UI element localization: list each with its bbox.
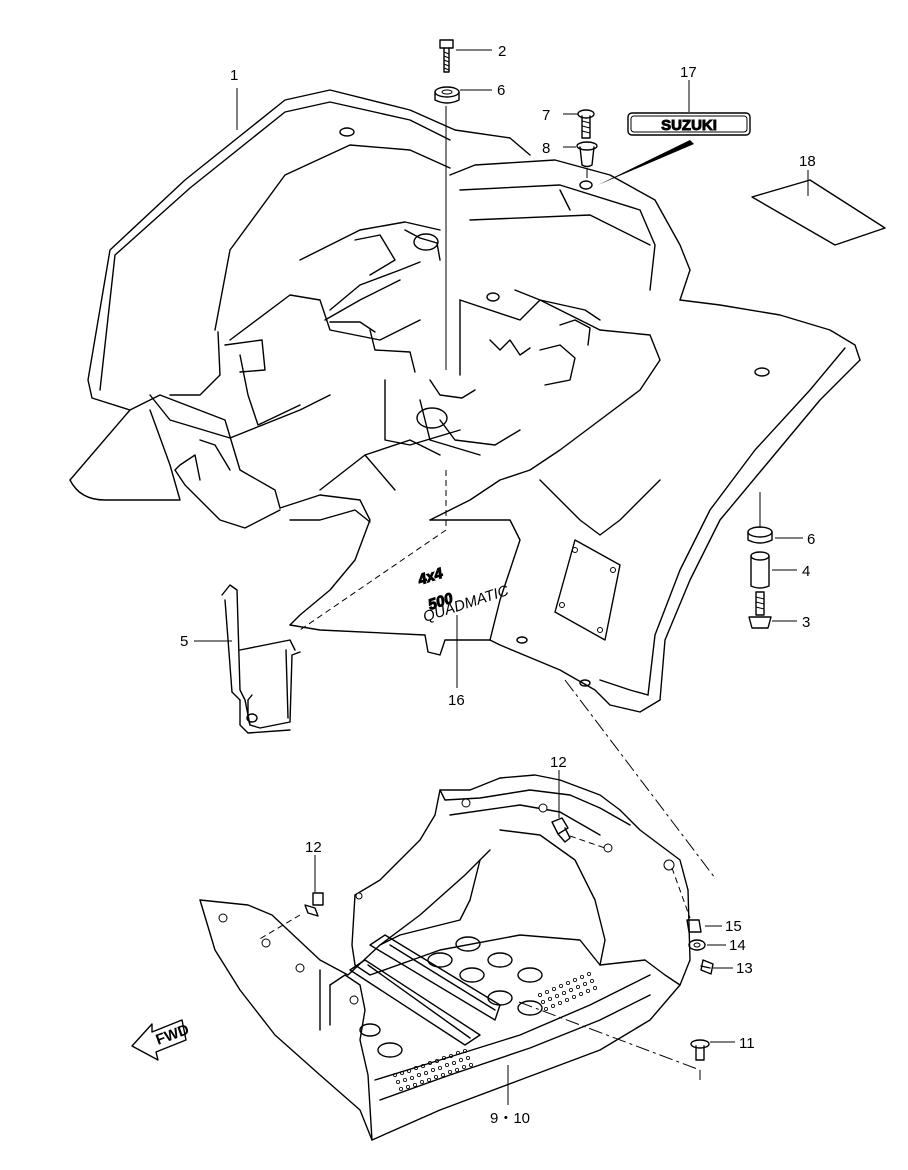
perforation-pattern [392, 972, 598, 1092]
fwd-label: FWD [154, 1021, 192, 1049]
screw-7 [577, 109, 595, 139]
callout-3: 3 [802, 614, 810, 631]
screw-12-left [304, 892, 324, 917]
decal-4x4-text: 4x4 [415, 565, 446, 589]
callout-11: 11 [739, 1035, 755, 1052]
spacer-4 [750, 551, 770, 589]
callout-12-right: 12 [550, 754, 567, 771]
rear-footrest [199, 774, 691, 1141]
suzuki-emblem: SUZUKI [598, 112, 751, 185]
bolt-11 [690, 1039, 710, 1061]
callout-14: 14 [729, 937, 746, 954]
callout-15: 15 [725, 918, 742, 935]
callout-leaders [194, 49, 809, 1105]
rear-fender [69, 89, 861, 713]
callout-8: 8 [542, 140, 550, 157]
collar-8 [576, 141, 598, 168]
bolt-3 [748, 591, 772, 629]
callout-2: 2 [498, 43, 506, 60]
washer-14 [688, 939, 706, 951]
callout-4: 4 [802, 563, 810, 580]
callout-6-right: 6 [807, 531, 815, 548]
callout-18: 18 [799, 153, 816, 170]
grommet-6-right [747, 526, 773, 544]
screw-12-right [551, 817, 571, 843]
fwd-arrow-icon: FWD [131, 1019, 192, 1061]
emblem-suzuki-text: SUZUKI [661, 117, 717, 134]
callout-13: 13 [736, 960, 753, 977]
bracket [221, 584, 301, 734]
callout-9-10: 9・10 [490, 1110, 530, 1127]
callout-17: 17 [680, 64, 697, 81]
callout-16: 16 [448, 692, 465, 709]
callout-1: 1 [230, 67, 238, 84]
callout-7: 7 [542, 107, 550, 124]
bolt-2 [439, 39, 454, 73]
bolt-13 [700, 959, 714, 975]
callout-6-top: 6 [497, 82, 505, 99]
grommet-6-top [434, 86, 460, 104]
callout-numbers: 1 2 6 7 8 17 18 6 4 3 5 16 12 12 15 14 1… [180, 43, 816, 1127]
callout-5: 5 [180, 633, 188, 650]
assembly-lines [257, 106, 761, 1080]
callout-12-left: 12 [305, 839, 322, 856]
label-plate [751, 179, 886, 246]
nut-15 [686, 919, 702, 933]
